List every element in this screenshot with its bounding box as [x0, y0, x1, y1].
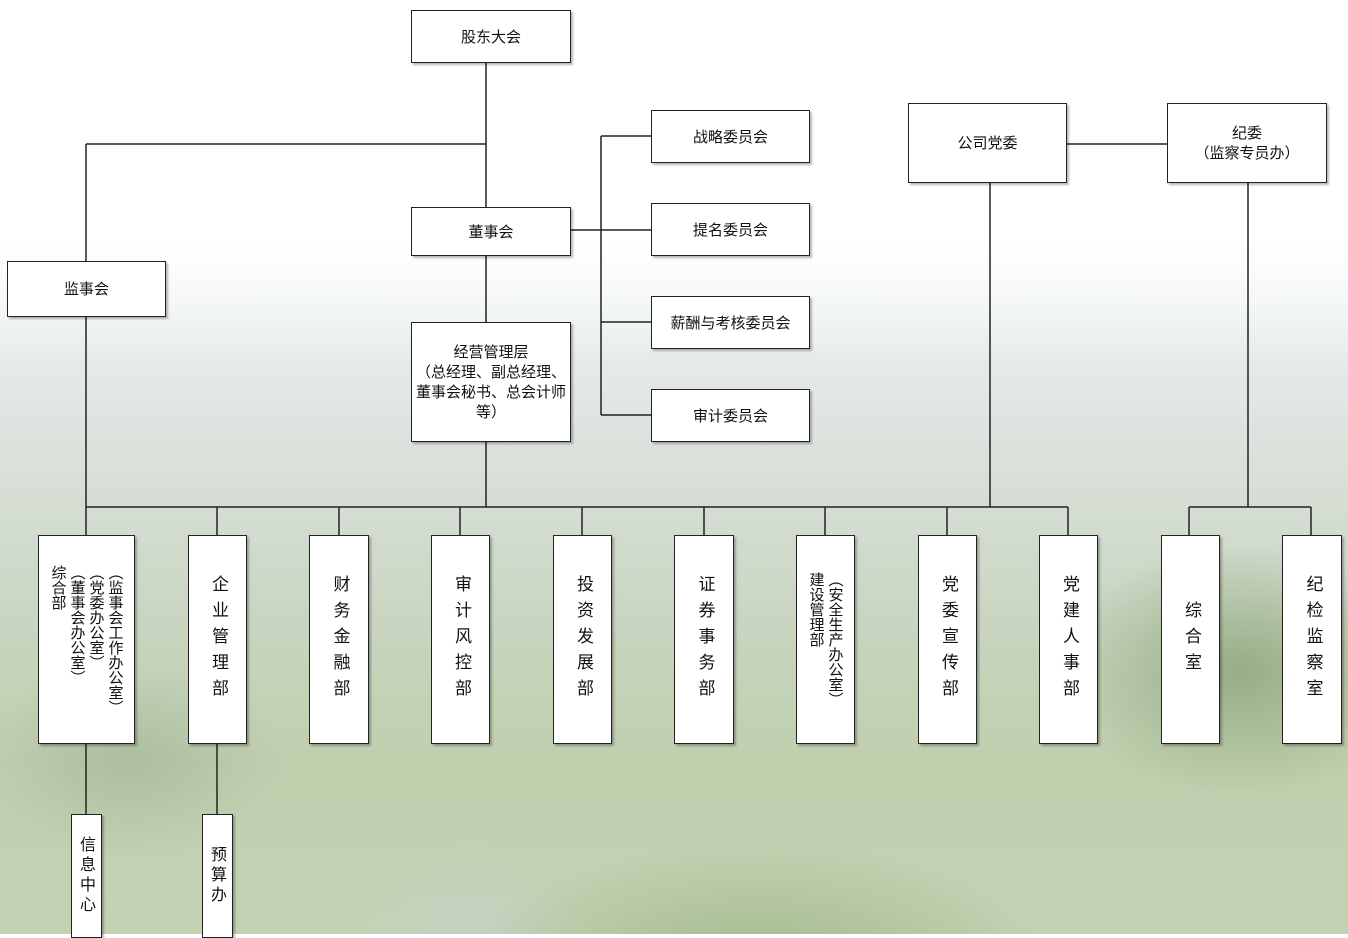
management-label: 经营管理层 （总经理、副总经理、 董事会秘书、总会计师 等）: [415, 343, 566, 421]
dept-enterprise-box: 企业管理部: [188, 535, 247, 744]
discipline-committee-label: 纪委 （监察专员办）: [1194, 124, 1300, 162]
board-of-supervisors-box: 监事会: [7, 261, 166, 317]
party-committee-box: 公司党委: [908, 103, 1067, 183]
dept-office-box: 综合室: [1161, 535, 1220, 744]
dept-publicity-label: 党委宣传部: [938, 574, 958, 705]
dept-audit-risk-label: 审计风控部: [451, 574, 471, 705]
shareholders-meeting-label: 股东大会: [460, 27, 521, 46]
dept-hr-label: 党建人事部: [1059, 574, 1079, 705]
compensation-committee-box: 薪酬与考核委员会: [651, 296, 810, 349]
nomination-committee-label: 提名委员会: [692, 220, 768, 239]
strategy-committee-box: 战略委员会: [651, 110, 810, 163]
nomination-committee-box: 提名委员会: [651, 203, 810, 256]
compensation-committee-label: 薪酬与考核委员会: [670, 313, 791, 332]
dept-audit-risk-box: 审计风控部: [431, 535, 490, 744]
dept-general-label: （监事会工作办公室） （党委办公室） （董事会办公室） 综合部: [49, 564, 125, 715]
dept-construction-box: （安全生产办公室） 建设管理部: [796, 535, 855, 744]
management-box: 经营管理层 （总经理、副总经理、 董事会秘书、总会计师 等）: [411, 322, 571, 442]
discipline-committee-box: 纪委 （监察专员办）: [1167, 103, 1327, 183]
dept-general-box: （监事会工作办公室） （党委办公室） （董事会办公室） 综合部: [38, 535, 135, 744]
dept-securities-box: 证券事务部: [674, 535, 734, 744]
board-of-directors-label: 董事会: [468, 222, 514, 241]
dept-inspection-box: 纪检监察室: [1282, 535, 1342, 744]
strategy-committee-label: 战略委员会: [692, 127, 768, 146]
dept-office-label: 综合室: [1181, 600, 1201, 679]
dept-investment-box: 投资发展部: [553, 535, 612, 744]
info-center-label: 信息中心: [77, 836, 96, 916]
audit-committee-label: 审计委员会: [692, 406, 768, 425]
dept-hr-box: 党建人事部: [1039, 535, 1098, 744]
dept-enterprise-label: 企业管理部: [208, 574, 228, 705]
dept-inspection-label: 纪检监察室: [1302, 574, 1323, 705]
budget-office-box: 预算办: [202, 814, 233, 938]
info-center-box: 信息中心: [71, 814, 102, 938]
dept-securities-label: 证券事务部: [694, 574, 715, 705]
board-of-directors-box: 董事会: [411, 207, 571, 256]
dept-finance-box: 财务金融部: [309, 535, 369, 744]
dept-publicity-box: 党委宣传部: [918, 535, 977, 744]
audit-committee-box: 审计委员会: [651, 389, 810, 442]
budget-office-label: 预算办: [208, 846, 227, 906]
dept-finance-label: 财务金融部: [329, 574, 350, 705]
dept-construction-label: （安全生产办公室） 建设管理部: [807, 572, 845, 707]
dept-investment-label: 投资发展部: [573, 574, 593, 705]
board-of-supervisors-label: 监事会: [63, 280, 109, 298]
party-committee-label: 公司党委: [957, 134, 1018, 152]
shareholders-meeting-box: 股东大会: [411, 10, 571, 63]
